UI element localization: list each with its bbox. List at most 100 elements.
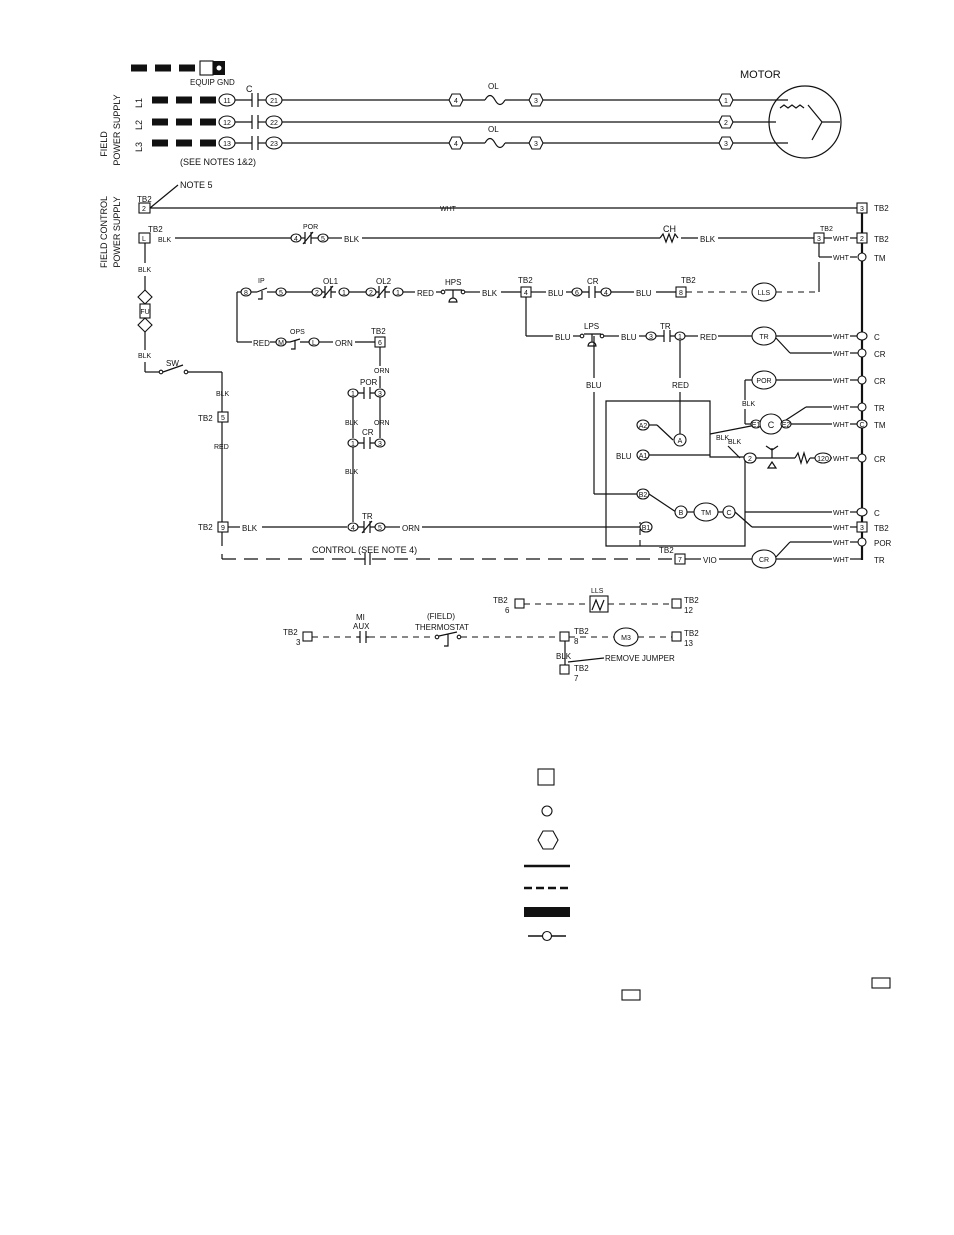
overload-heater-3: [484, 137, 506, 149]
note-5-label: NOTE 5: [180, 180, 213, 190]
svg-text:12: 12: [684, 606, 693, 615]
svg-text:TR: TR: [759, 334, 768, 341]
svg-text:BLK: BLK: [716, 435, 730, 442]
resistor: [794, 450, 811, 466]
svg-text:1: 1: [678, 334, 682, 341]
svg-text:OL: OL: [488, 125, 499, 134]
svg-text:CH: CH: [663, 224, 676, 234]
svg-text:TB2: TB2: [820, 226, 833, 233]
ol-in-terminal-l3: 4: [448, 136, 464, 150]
ops-switch: [286, 338, 309, 350]
control-power-supply-label: POWER SUPPLY: [112, 196, 122, 267]
svg-text:WHT: WHT: [833, 236, 850, 243]
tm-terminal: [857, 252, 867, 262]
motor-terminal-1: 1: [718, 93, 734, 107]
resistor-terminal-120: 120: [814, 452, 832, 464]
svg-text:3: 3: [649, 334, 653, 341]
svg-text:CR: CR: [874, 377, 886, 386]
svg-text:WHT: WHT: [833, 351, 850, 358]
resistor-terminal-2: 2: [743, 452, 757, 464]
svg-text:12: 12: [223, 120, 231, 127]
ops-terminal-m: M: [275, 337, 287, 347]
svg-text:ORN: ORN: [374, 368, 390, 375]
svg-text:C: C: [726, 510, 731, 517]
svg-text:23: 23: [270, 141, 278, 148]
field-label: FIELD: [99, 131, 109, 157]
svg-text:6: 6: [378, 340, 382, 347]
svg-text:WHT: WHT: [833, 255, 850, 262]
ol1-terminal-2: 2: [311, 287, 323, 297]
svg-text:L: L: [142, 236, 146, 243]
svg-text:B1: B1: [642, 525, 651, 532]
svg-text:POR: POR: [874, 539, 892, 548]
legend-terminal: [541, 805, 553, 817]
tb2-3-right: [856, 202, 868, 214]
svg-text:TB2: TB2: [137, 195, 152, 204]
svg-text:WHT: WHT: [833, 540, 850, 547]
svg-text:TB2: TB2: [874, 235, 889, 244]
ol-in-terminal: 4: [448, 93, 464, 107]
svg-text:TB2: TB2: [681, 276, 696, 285]
svg-text:OL: OL: [488, 82, 499, 91]
svg-text:WHT: WHT: [833, 557, 850, 564]
svg-text:BLK: BLK: [728, 439, 742, 446]
svg-text:TB2: TB2: [684, 596, 699, 605]
cr-terminal-4: 4: [600, 287, 612, 297]
svg-text:WHT: WHT: [440, 206, 457, 213]
line-terminal-12: 12: [218, 115, 236, 129]
svg-text:A1: A1: [639, 453, 648, 460]
svg-text:POR: POR: [756, 378, 771, 385]
svg-text:RED: RED: [417, 289, 434, 298]
svg-text:2: 2: [142, 206, 146, 213]
svg-text:2: 2: [860, 236, 864, 243]
svg-text:WHT: WHT: [833, 378, 850, 385]
tr-terminal-5: 5: [374, 522, 386, 532]
svg-text:IP: IP: [258, 278, 265, 285]
svg-text:TR: TR: [874, 556, 885, 565]
ol-out-terminal: 3: [528, 93, 544, 107]
svg-text:3: 3: [378, 441, 382, 448]
b1-terminal: B1: [639, 521, 653, 533]
svg-text:CR: CR: [874, 350, 886, 359]
svg-text:6: 6: [575, 290, 579, 297]
svg-text:4: 4: [454, 141, 458, 148]
legend-splice: [537, 830, 559, 850]
power-section: FIELD POWER SUPPLY EQUIP GND L1 11 C 21 …: [99, 60, 842, 167]
cr-terminal-3: 3: [374, 438, 386, 448]
svg-text:TB2: TB2: [874, 524, 889, 533]
svg-text:BLK: BLK: [216, 391, 230, 398]
aux-tb2-8: [559, 631, 570, 642]
svg-text:LLS: LLS: [758, 290, 771, 297]
svg-text:TB2: TB2: [198, 523, 213, 532]
aux-tb2-12: [671, 598, 682, 609]
svg-text:CR: CR: [874, 455, 886, 464]
svg-text:7: 7: [678, 557, 682, 564]
svg-text:M: M: [278, 340, 284, 347]
svg-text:MI: MI: [356, 613, 365, 622]
svg-text:3: 3: [296, 638, 301, 647]
svg-text:ORN: ORN: [335, 339, 353, 348]
svg-text:3: 3: [860, 525, 864, 532]
aux-section: TB2 6 LLS TB2 12 TB2 3 MI AUX (FIELD) TH…: [283, 588, 699, 683]
svg-text:WHT: WHT: [833, 334, 850, 341]
svg-text:TR: TR: [874, 404, 885, 413]
svg-text:TB2: TB2: [283, 628, 298, 637]
svg-text:CR: CR: [759, 557, 769, 564]
svg-text:5: 5: [221, 415, 225, 422]
svg-text:BLU: BLU: [555, 333, 571, 342]
line-terminal-13: 13: [218, 136, 236, 150]
svg-text:13: 13: [223, 141, 231, 148]
tb2-5: [217, 411, 229, 423]
svg-text:RED: RED: [700, 333, 717, 342]
svg-text:WHT: WHT: [833, 405, 850, 412]
svg-text:3: 3: [378, 391, 382, 398]
svg-text:120: 120: [817, 456, 829, 463]
svg-text:TM: TM: [701, 510, 711, 517]
svg-text:TB2: TB2: [148, 225, 163, 234]
svg-text:22: 22: [270, 120, 278, 127]
svg-text:B2: B2: [639, 492, 648, 499]
line-l1-label: L1: [134, 98, 144, 108]
svg-text:BLU: BLU: [586, 381, 602, 390]
overload-heater-1: [484, 94, 506, 106]
svg-text:3: 3: [724, 141, 728, 148]
